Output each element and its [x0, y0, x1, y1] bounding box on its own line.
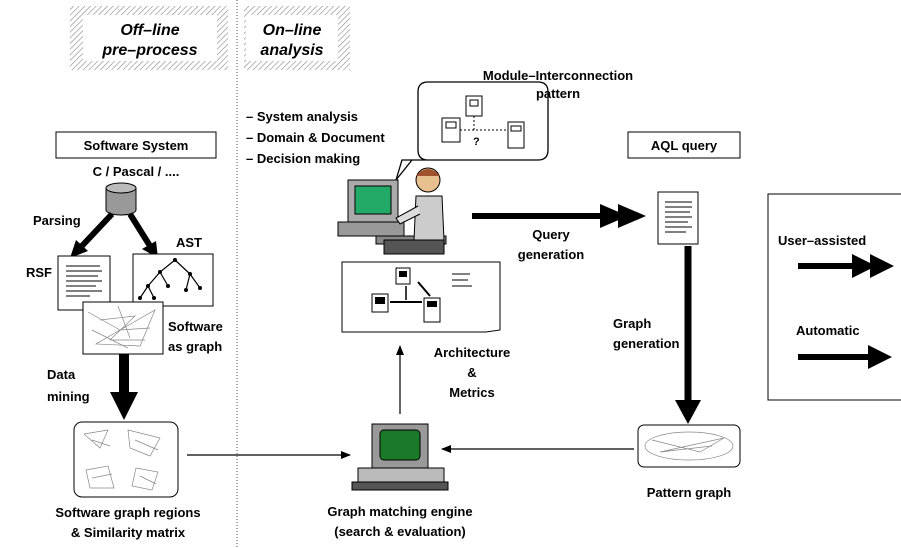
pattern-graph-label: Pattern graph [647, 485, 732, 500]
query-document-icon [657, 191, 699, 245]
legend-user-assisted-label: User–assisted [778, 233, 866, 248]
source-database-icon [105, 182, 137, 216]
legend-automatic-label: Automatic [796, 323, 860, 338]
aql-query-title: AQL query [651, 138, 718, 153]
engine-label: Graph matching engine(search & evaluatio… [327, 504, 472, 539]
task-decision-making: – Decision making [246, 151, 360, 166]
task-domain-document: – Domain & Document [246, 130, 385, 145]
legend-user-assisted-arrow [798, 254, 894, 278]
task-system-analysis: – System analysis [246, 109, 358, 124]
matching-engine-computer-icon [351, 423, 449, 491]
pattern-graph-icon [637, 424, 741, 468]
legend-box [767, 193, 901, 401]
software-system-box [55, 131, 217, 159]
rsf-label: RSF [26, 265, 52, 280]
regions-label: Software graph regions& Similarity matri… [55, 505, 200, 540]
legend-automatic-arrow [798, 345, 892, 369]
architecture-document-icon [341, 261, 501, 333]
software-graph-icon [82, 301, 164, 355]
rsf-document-icon [57, 255, 111, 311]
graph-regions-icon [73, 421, 179, 498]
svg-text:?: ? [473, 136, 480, 148]
pattern-speech-bubble: ? [395, 81, 549, 181]
languages-label: C / Pascal / .... [93, 164, 180, 179]
ast-label: AST [176, 235, 202, 250]
parsing-label: Parsing [33, 213, 81, 228]
aql-query-box [627, 131, 741, 159]
ast-tree-icon [132, 253, 214, 307]
software-system-title: Software System [84, 138, 189, 153]
architecture-metrics-label: Architecture&Metrics [434, 345, 511, 400]
analyst-at-computer-icon [337, 167, 447, 255]
